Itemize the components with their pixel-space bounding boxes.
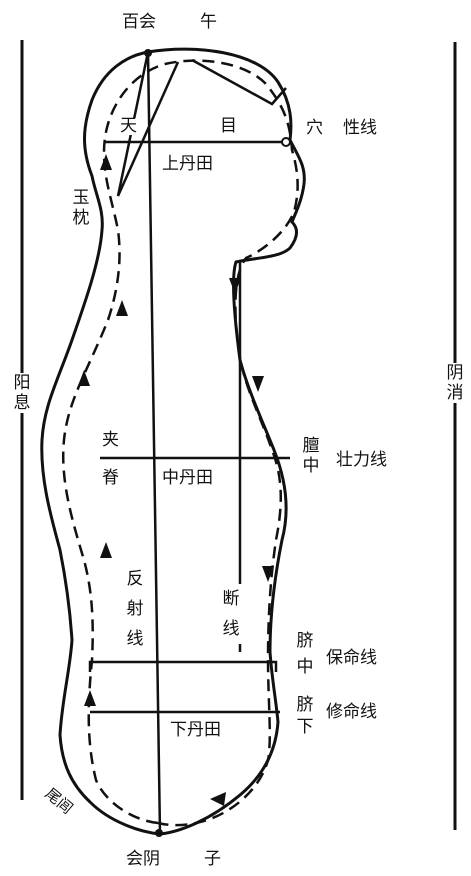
label-xiadantian: 下丹田 xyxy=(168,720,223,740)
huiyin-point xyxy=(155,829,163,837)
label-ji: 脊 xyxy=(100,468,121,488)
eye-point xyxy=(281,137,291,147)
baihui-point xyxy=(144,49,152,57)
arrow-up-mid xyxy=(100,542,112,558)
label-jia: 夹 xyxy=(100,430,121,450)
label-fansheixian: 反射线 xyxy=(124,564,146,654)
arrow-down-throat xyxy=(229,278,241,294)
arrow-down-chest xyxy=(252,376,264,392)
label-mu: 目 xyxy=(218,116,239,136)
label-xiumingxian: 修命线 xyxy=(326,702,377,722)
baomingxian-line xyxy=(88,660,278,672)
label-qizhong: 脐中 xyxy=(296,631,314,677)
label-huiyin: 会阴 xyxy=(126,849,160,869)
head-triangle-right xyxy=(191,58,287,106)
label-zhongdantian: 中丹田 xyxy=(160,468,215,488)
label-duanxian: 断线 xyxy=(220,584,242,644)
arrow-up-head xyxy=(100,154,112,170)
label-wu: 午 xyxy=(200,12,217,32)
head-triangle-left xyxy=(116,51,180,197)
arrow-up-lower xyxy=(84,690,96,706)
label-zi: 子 xyxy=(204,849,221,869)
label-baomingxian: 保命线 xyxy=(326,648,377,668)
label-tian: 天 xyxy=(118,116,139,136)
label-xue: 穴 xyxy=(306,118,323,138)
label-danzhong: 膻中 xyxy=(302,436,320,476)
label-xingxian: 性线 xyxy=(343,118,377,138)
label-zhuanglixian: 壮力线 xyxy=(336,450,387,470)
label-shangdantian: 上丹田 xyxy=(160,154,215,174)
arrow-up-chest xyxy=(78,370,90,386)
arrow-up-neck xyxy=(116,300,128,316)
reflex-line xyxy=(146,51,162,835)
arrow-left-bottom xyxy=(210,792,226,806)
label-yinxiao: 阴消 xyxy=(446,363,464,403)
circulation-path xyxy=(62,59,299,827)
label-baihui: 百会 xyxy=(122,12,156,32)
label-yangxi: 阳息 xyxy=(13,373,31,413)
label-qixia: 脐下 xyxy=(296,695,314,737)
body-outline xyxy=(40,47,306,836)
arrow-down-belly xyxy=(262,566,274,582)
label-yuzhen: 玉枕 xyxy=(72,188,90,228)
flow-arrows xyxy=(78,154,274,806)
